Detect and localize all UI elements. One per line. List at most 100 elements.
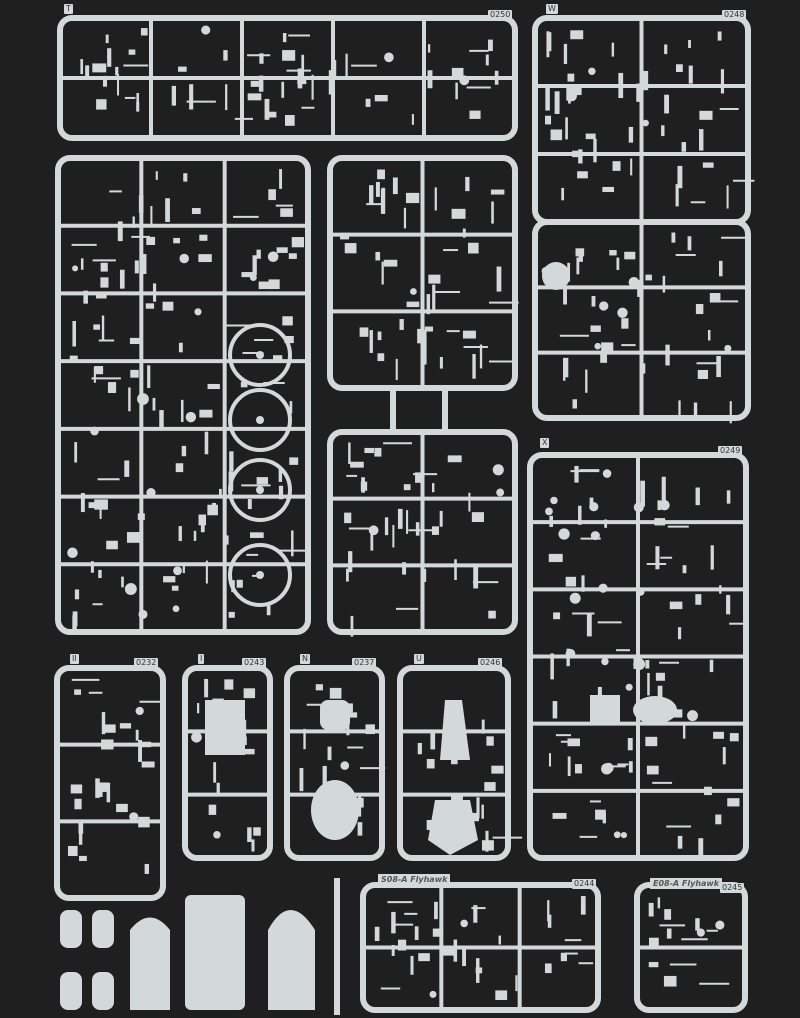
part (348, 712, 358, 718)
part (585, 133, 596, 140)
part (636, 83, 640, 102)
part (432, 284, 436, 311)
part (74, 798, 82, 810)
part (80, 59, 84, 75)
part (359, 327, 369, 337)
part (633, 658, 646, 671)
part (93, 324, 100, 330)
part (397, 508, 403, 529)
part (428, 274, 441, 284)
part (303, 728, 306, 750)
part (593, 138, 597, 163)
part (415, 472, 423, 483)
sprue-code: 0249 (718, 446, 743, 456)
part (604, 519, 608, 528)
part (402, 562, 407, 575)
part (664, 94, 670, 114)
part (699, 129, 704, 151)
part (345, 53, 348, 78)
part (244, 748, 255, 755)
part (94, 499, 108, 510)
part (225, 84, 228, 111)
part (414, 926, 419, 941)
turret-part (92, 972, 114, 1010)
part (671, 232, 676, 243)
part (348, 442, 351, 465)
part (427, 70, 433, 89)
part (251, 839, 255, 852)
part (636, 489, 640, 510)
part (645, 274, 652, 281)
part (567, 73, 575, 82)
part (567, 756, 571, 777)
part (665, 344, 670, 366)
part (572, 150, 579, 158)
part (547, 32, 552, 52)
part (642, 119, 649, 127)
part (657, 897, 661, 909)
part (95, 778, 100, 798)
part (492, 464, 504, 476)
part (485, 54, 489, 66)
part (566, 87, 570, 101)
part (138, 740, 142, 762)
part (722, 747, 726, 765)
part (346, 568, 349, 582)
part (138, 609, 148, 619)
sprue-frame (55, 155, 311, 635)
part (612, 161, 621, 171)
part (74, 442, 78, 463)
part (707, 329, 711, 341)
part (431, 526, 439, 535)
part (297, 68, 303, 89)
part (575, 248, 585, 257)
part (266, 111, 277, 118)
part (569, 592, 581, 604)
part (630, 158, 633, 176)
part (350, 461, 364, 468)
part (677, 627, 682, 640)
part (577, 171, 588, 179)
part (395, 358, 398, 381)
part (98, 569, 102, 579)
part (696, 928, 705, 937)
sprue-letter: W (546, 4, 558, 14)
part (654, 518, 666, 526)
part (225, 535, 229, 545)
part (628, 761, 633, 773)
part (648, 902, 654, 917)
part (664, 909, 672, 920)
sprue-code: 0237 (352, 658, 377, 668)
part (550, 653, 554, 680)
part (142, 254, 147, 275)
bridge-part (428, 800, 478, 855)
part (100, 262, 108, 272)
part (698, 838, 704, 861)
part (80, 493, 85, 513)
part (278, 467, 283, 482)
part (697, 369, 709, 380)
part (291, 530, 294, 557)
part (472, 353, 476, 379)
part (83, 290, 88, 304)
part (427, 44, 431, 53)
part (236, 579, 243, 588)
part (375, 181, 380, 197)
deck-part (185, 895, 245, 1010)
part (92, 63, 107, 73)
part (642, 363, 646, 374)
part (172, 605, 180, 613)
part (647, 672, 650, 696)
part (726, 594, 731, 615)
part (213, 831, 221, 839)
part (729, 401, 732, 424)
deck-part (205, 700, 245, 755)
part (586, 614, 592, 637)
part (403, 484, 411, 491)
part (173, 566, 182, 576)
sprue-frame (397, 665, 511, 861)
part (609, 250, 617, 256)
part (332, 60, 337, 79)
